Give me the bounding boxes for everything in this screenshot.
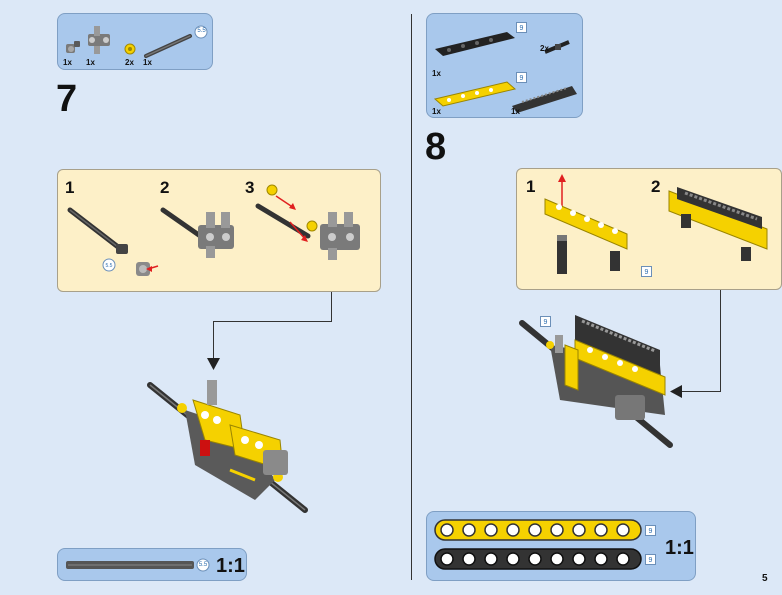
step8-scale-box: 9 9 1:1 <box>426 511 696 581</box>
step8-parts-box: 9 1x 2x 9 1x 1x <box>426 13 583 118</box>
axle-length-tag: 5.5 <box>197 28 206 34</box>
beam-length-tag: 9 <box>641 266 652 277</box>
step7-number: 7 <box>56 78 78 120</box>
column-divider <box>411 14 412 580</box>
step8-parts-illustration <box>433 32 577 113</box>
part-qty: 1x <box>86 58 95 67</box>
callout-line <box>331 292 332 322</box>
beam-length-tag: 9 <box>516 22 527 33</box>
step8-number: 8 <box>425 126 447 168</box>
yellow-bush-part-icon <box>124 43 136 55</box>
step8-substep-illustration <box>544 174 768 274</box>
callout-line <box>213 321 332 322</box>
axle-length-tag: 5.5 <box>198 562 208 568</box>
callout-arrow-icon <box>670 385 682 398</box>
substep-number: 1 <box>65 178 75 197</box>
beam-scale-illustration <box>434 519 642 570</box>
step7-substep-illustration: 5.5 <box>67 184 360 276</box>
scale-label: 1:1 <box>216 555 245 577</box>
axle-scale-illustration <box>66 558 210 572</box>
part-qty: 1x <box>63 58 72 67</box>
connector-part-icon <box>66 41 80 53</box>
beam-length-tag: 9 <box>645 554 656 565</box>
step7-parts-illustration <box>66 25 208 58</box>
substep-number: 3 <box>245 178 255 197</box>
step8-model-illustration <box>519 315 673 448</box>
step7-scale-box: 5.5 1:1 <box>57 548 247 581</box>
beam-length-tag: 9 <box>516 72 527 83</box>
page-number: 5 <box>762 573 768 584</box>
substep-number: 2 <box>160 178 170 197</box>
cross-block-part-icon <box>88 26 110 54</box>
callout-line <box>213 321 214 361</box>
part-qty: 2x <box>540 44 549 53</box>
svg-text:5.5: 5.5 <box>106 263 113 269</box>
part-qty: 1x <box>432 107 441 116</box>
callout-line <box>720 290 721 391</box>
step8-substep-box: 1 2 9 <box>516 168 782 290</box>
axle-part-icon <box>144 34 192 58</box>
part-qty: 1x <box>432 69 441 78</box>
step7-substep-box: 1 2 3 5.5 <box>57 169 381 292</box>
step7-parts-box: 1x 1x 2x 1x 5.5 <box>57 13 213 70</box>
callout-line <box>676 391 721 392</box>
substep-number: 2 <box>651 177 661 196</box>
beam-length-tag: 9 <box>645 525 656 536</box>
part-qty: 2x <box>125 58 134 67</box>
step7-model-illustration <box>147 380 308 513</box>
scale-label: 1:1 <box>665 537 694 559</box>
part-qty: 1x <box>511 107 520 116</box>
callout-arrow-icon <box>207 358 220 370</box>
substep-number: 1 <box>526 177 536 196</box>
part-qty: 1x <box>143 58 152 67</box>
beam-length-tag: 9 <box>540 316 551 327</box>
